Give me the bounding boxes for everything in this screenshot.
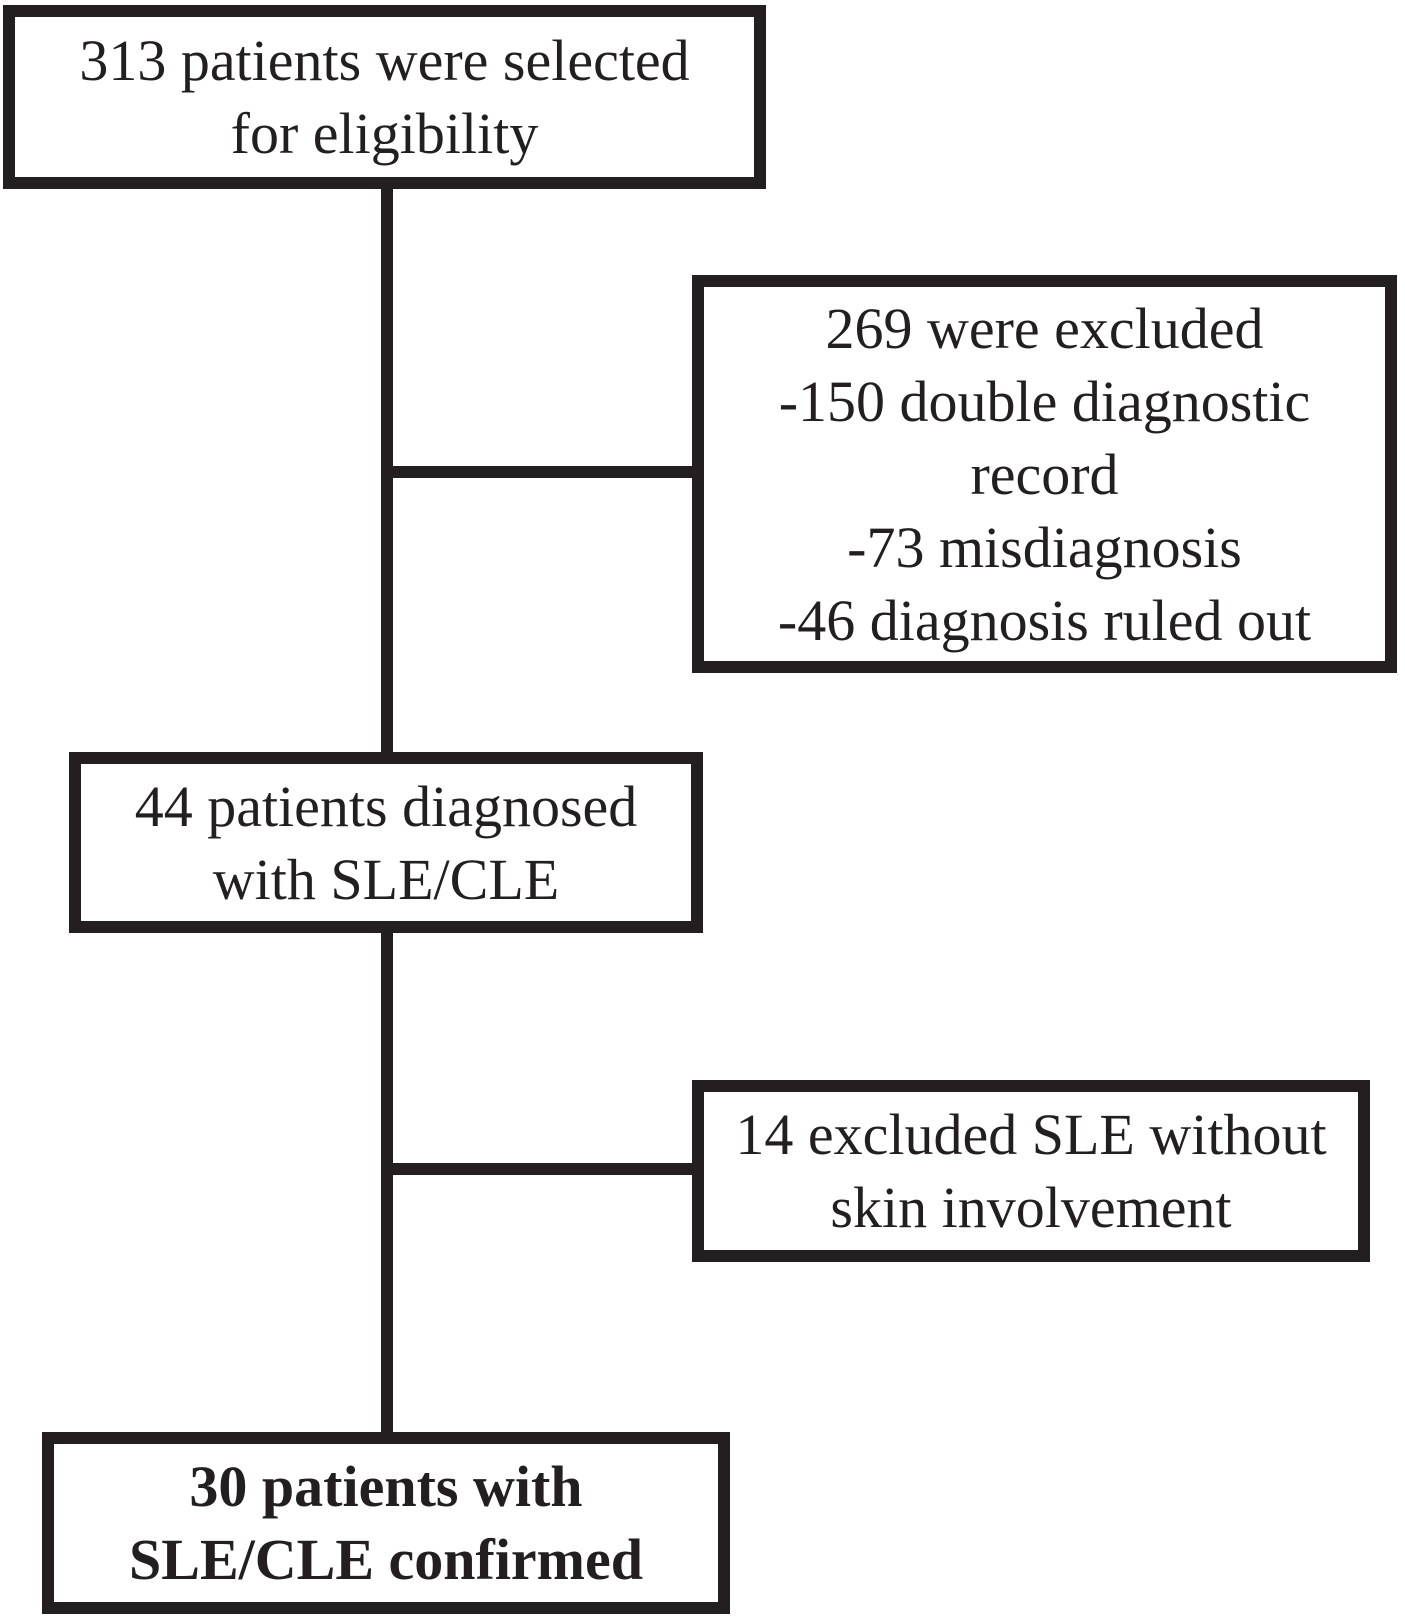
box-excluded-first-line-4: -73 misdiagnosis bbox=[847, 514, 1242, 580]
box-excluded-first-line-2: -150 double diagnostic bbox=[778, 368, 1311, 434]
box-excluded-first-line-1: 269 were excluded bbox=[825, 295, 1264, 361]
box-excluded-first-line-3: record bbox=[970, 441, 1119, 507]
box-confirmed-line-2: SLE/CLE confirmed bbox=[129, 1527, 643, 1592]
box-diagnosed: 44 patients diagnosed with SLE/CLE bbox=[69, 752, 703, 933]
box-diagnosed-line-2: with SLE/CLE bbox=[212, 846, 560, 912]
box-eligibility-line-1: 313 patients were selected bbox=[79, 28, 690, 93]
box-excluded-first: 269 were excluded -150 double diagnostic… bbox=[692, 275, 1397, 673]
box-excluded-second-line-2: skin involvement bbox=[830, 1175, 1232, 1240]
connector-branch-excluded-first bbox=[387, 466, 694, 478]
box-confirmed: 30 patients with SLE/CLE confirmed bbox=[42, 1432, 730, 1614]
connector-branch-excluded-second bbox=[387, 1163, 694, 1175]
box-excluded-second: 14 excluded SLE without skin involvement bbox=[692, 1080, 1370, 1262]
box-eligibility: 313 patients were selected for eligibili… bbox=[3, 5, 766, 189]
box-diagnosed-line-1: 44 patients diagnosed bbox=[134, 773, 638, 839]
connector-vertical-bottom bbox=[381, 929, 393, 1436]
box-confirmed-line-1: 30 patients with bbox=[189, 1454, 583, 1519]
box-excluded-second-line-1: 14 excluded SLE without bbox=[735, 1102, 1327, 1167]
box-excluded-first-line-5: -46 diagnosis ruled out bbox=[777, 587, 1312, 653]
box-eligibility-line-2: for eligibility bbox=[230, 101, 539, 166]
